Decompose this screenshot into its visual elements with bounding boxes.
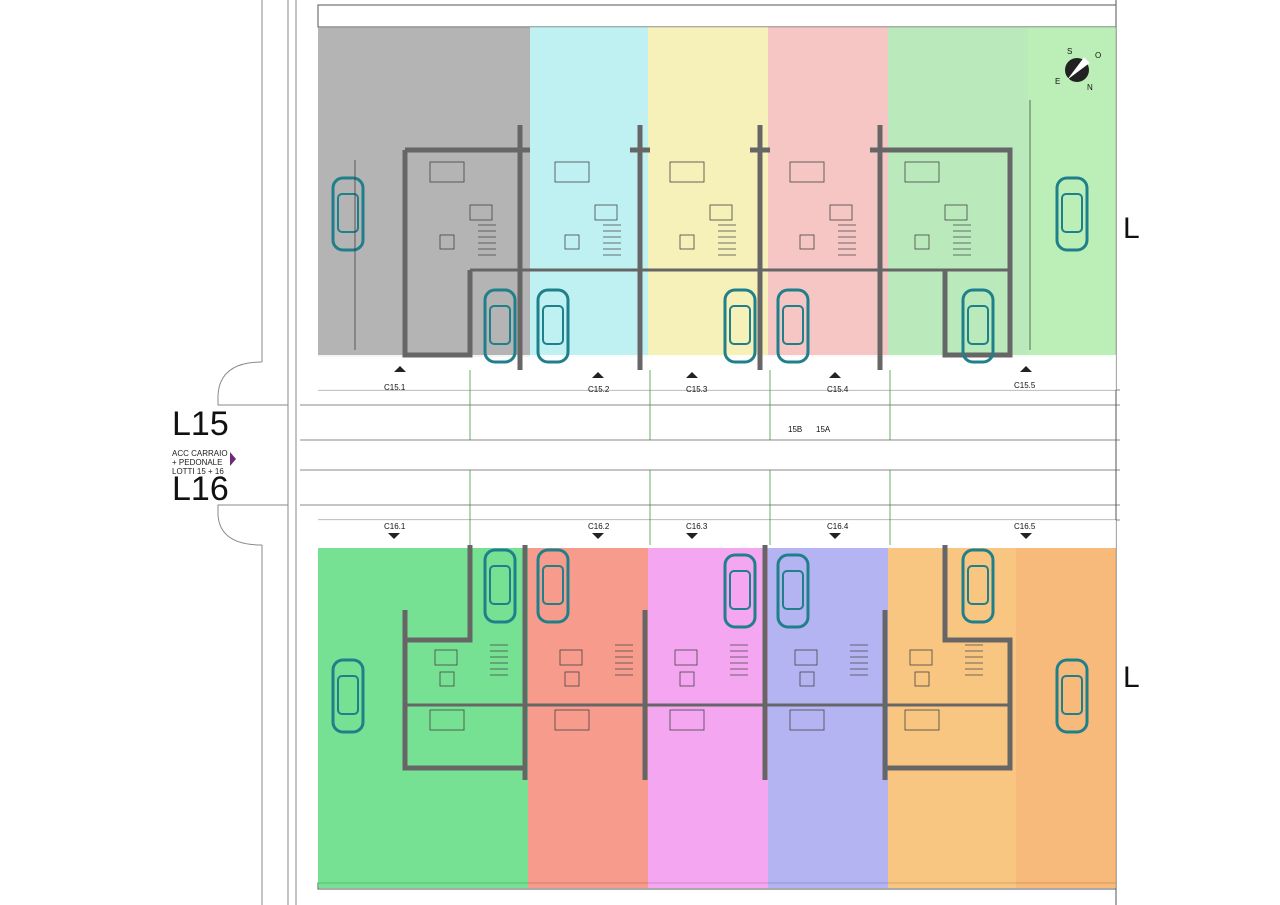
access-line-2: + PEDONALE <box>172 458 223 467</box>
furniture-item <box>669 161 705 183</box>
car-icon <box>483 288 517 364</box>
furniture-item <box>674 649 698 666</box>
compass-e: E <box>1055 77 1060 86</box>
zone-bottom-3 <box>648 548 768 888</box>
section-label-15a: 15A <box>816 425 831 434</box>
car-icon <box>483 548 517 624</box>
furniture-item <box>679 234 695 250</box>
lot-label-l15: L15 <box>172 405 229 443</box>
furniture-item <box>904 709 940 731</box>
zone-bottom-1 <box>318 548 528 888</box>
access-line-1: ACC CARRAIO <box>172 449 228 458</box>
unit-label-c15-3: C15.3 <box>686 385 708 394</box>
compass-s: S <box>1067 47 1072 56</box>
furniture-item <box>904 161 940 183</box>
furniture-item <box>709 204 733 221</box>
top-row-walls <box>402 125 1013 370</box>
zone-top-3 <box>648 27 768 357</box>
dimension-lines <box>354 100 1031 545</box>
zone-top-4 <box>768 27 888 357</box>
furniture-item <box>439 234 455 250</box>
furniture-item <box>429 709 465 731</box>
furniture-item <box>554 161 590 183</box>
zone-bottom-4 <box>768 548 888 888</box>
unit-label-c15-5: C15.5 <box>1014 381 1036 390</box>
zone-top-2 <box>530 27 648 357</box>
section-label-15b: 15B <box>788 425 802 434</box>
car-icon <box>536 288 570 364</box>
furniture-item <box>564 234 580 250</box>
furniture-item <box>909 649 933 666</box>
car-icon <box>776 553 810 629</box>
furniture-item <box>799 671 815 687</box>
unit-label-c16-2: C16.2 <box>588 522 610 531</box>
top-lot-zones <box>318 27 1116 390</box>
furniture-item <box>914 671 930 687</box>
compass-icon: S O E N <box>1055 47 1101 92</box>
compass-o: O <box>1095 51 1101 60</box>
zone-bottom-garden <box>1016 548 1116 888</box>
car-icon <box>776 288 810 364</box>
unit-labels-top: C15.1 C15.2 C15.3 C15.4 C15.5 <box>384 381 1036 394</box>
lot-label-l16: L16 <box>172 470 229 508</box>
cars-group <box>331 176 1089 734</box>
access-line-3: LOTTI 15 + 16 <box>172 467 224 476</box>
car-icon <box>331 658 365 734</box>
car-icon <box>723 288 757 364</box>
unit-label-c16-3: C16.3 <box>686 522 708 531</box>
access-note: ACC CARRAIO + PEDONALE LOTTI 15 + 16 <box>172 449 228 476</box>
furniture-item <box>669 709 705 731</box>
furniture-item <box>789 161 825 183</box>
furniture-item <box>594 204 618 221</box>
unit-label-c15-2: C15.2 <box>588 385 610 394</box>
paved-strip-bottom <box>318 520 1116 548</box>
zone-bottom-2 <box>528 548 648 888</box>
car-icon <box>1055 176 1089 252</box>
unit-label-c16-4: C16.4 <box>827 522 849 531</box>
furniture-item <box>429 161 465 183</box>
zone-top-1 <box>318 27 530 357</box>
furniture-item <box>829 204 853 221</box>
unit-label-c15-1: C15.1 <box>384 383 406 392</box>
furniture-item <box>439 671 455 687</box>
furniture-item <box>914 234 930 250</box>
edge-label-top: L <box>1123 212 1140 245</box>
car-icon <box>331 176 365 252</box>
zone-top-5 <box>888 27 1028 357</box>
zone-bottom-5 <box>888 548 1016 888</box>
car-icon <box>536 548 570 624</box>
unit-labels-bottom: C16.1 C16.2 C16.3 C16.4 C16.5 <box>384 522 1036 531</box>
entrance-arrows <box>388 366 1032 539</box>
furniture-item <box>564 671 580 687</box>
car-icon <box>1055 658 1089 734</box>
furniture-item <box>794 649 818 666</box>
zone-top-garden <box>1028 27 1116 357</box>
unit-label-c15-4: C15.4 <box>827 385 849 394</box>
furniture-item <box>554 709 590 731</box>
edge-label-bottom: L <box>1123 661 1140 694</box>
access-arrow-icon <box>230 452 236 466</box>
unit-label-c16-5: C16.5 <box>1014 522 1036 531</box>
car-icon <box>961 288 995 364</box>
bottom-row-walls <box>402 545 1013 780</box>
furniture-group <box>429 161 983 731</box>
furniture-item <box>789 709 825 731</box>
paved-strip-top <box>318 355 1116 390</box>
unit-label-c16-1: C16.1 <box>384 522 406 531</box>
furniture-item <box>944 204 968 221</box>
car-icon <box>723 553 757 629</box>
furniture-item <box>469 204 493 221</box>
car-icon <box>961 548 995 624</box>
furniture-item <box>434 649 458 666</box>
compass-n: N <box>1087 83 1093 92</box>
furniture-item <box>559 649 583 666</box>
furniture-item <box>799 234 815 250</box>
furniture-item <box>679 671 695 687</box>
